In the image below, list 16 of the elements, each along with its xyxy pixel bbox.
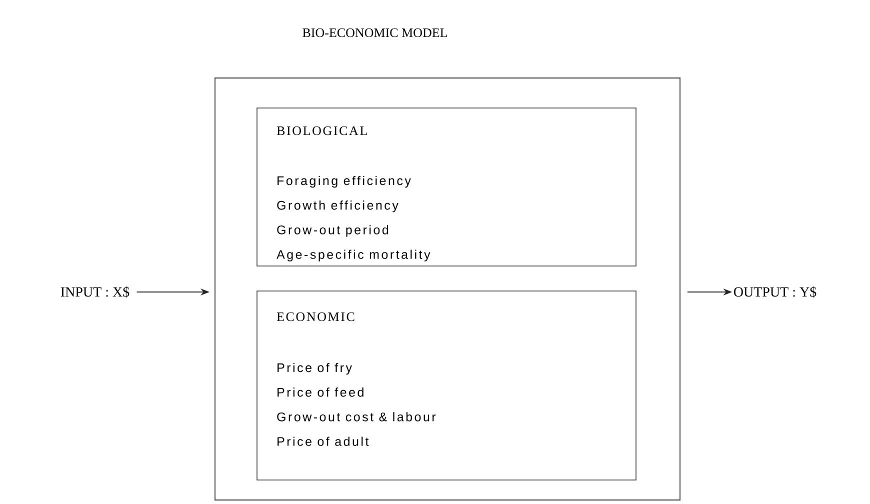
factor-text: Grow-out cost & labour	[277, 412, 436, 422]
model-title: BIO-ECONOMIC MODEL	[302, 28, 447, 38]
factor-text: Growth efficiency	[277, 200, 398, 212]
model-box	[214, 28, 680, 500]
factor-text: Price of feed	[278, 388, 364, 397]
factor-text: Age-specific mortality	[276, 250, 430, 262]
section-box	[256, 108, 636, 266]
factor-text: Price of adult	[278, 436, 369, 446]
factor-text: Grow-out period	[277, 225, 388, 237]
flow-label: OUTPUT : Y$	[734, 286, 816, 298]
flow-label: INPUT : X$	[60, 286, 130, 298]
section-heading: BIOLOGICAL	[276, 126, 367, 136]
section-heading: ECONOMIC	[276, 312, 354, 322]
factor-text: Price of fry	[278, 362, 352, 375]
factor-text: Foraging efficiency	[278, 176, 411, 188]
section-box	[256, 290, 636, 480]
